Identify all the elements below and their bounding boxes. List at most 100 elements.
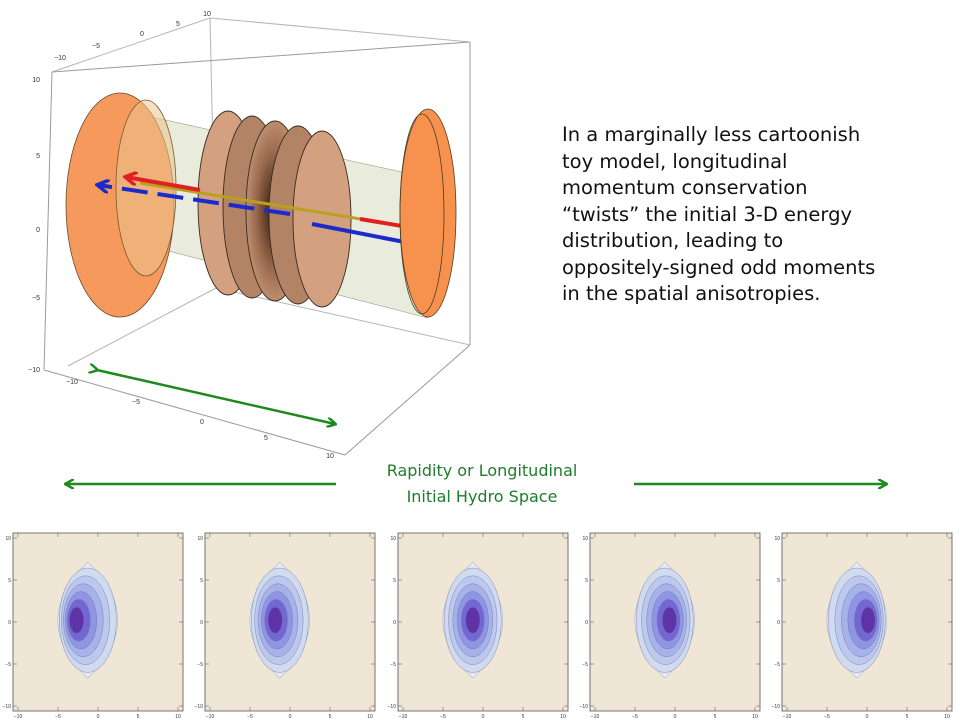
red-arrow-left — [126, 177, 201, 192]
tick-label: −10 — [195, 704, 204, 710]
tick-label: 10 — [582, 536, 588, 542]
tick-label: 10 — [774, 536, 780, 542]
tick-label: −5 — [197, 662, 203, 668]
tick-label: 10 — [390, 536, 396, 542]
tick-label: 5 — [137, 714, 140, 720]
tick-label: 10 — [203, 11, 211, 18]
tick-label: −10 — [206, 714, 215, 720]
tick-label: 10 — [752, 714, 758, 720]
tick-label: 5 — [585, 578, 588, 584]
cube-bottom-ticks: −10 −5 0 5 10 — [66, 379, 334, 460]
tick-label: 0 — [8, 620, 11, 626]
tick-label: 5 — [906, 714, 909, 720]
tick-label: 0 — [393, 620, 396, 626]
tick-label: −10 — [388, 704, 397, 710]
panel-tick-labels: 10 −10 5 −5 0 0 −5 5 −10 10 — [3, 536, 181, 720]
tick-label: −5 — [132, 399, 140, 406]
tick-label: 5 — [8, 578, 11, 584]
panel-ticks — [590, 533, 760, 711]
tick-label: 0 — [200, 620, 203, 626]
tick-label: 10 — [326, 453, 334, 460]
tick-label: −5 — [55, 714, 61, 720]
tick-label: 0 — [674, 714, 677, 720]
description-line: distribution, leading to — [562, 229, 784, 252]
description-line: momentum conservation — [562, 176, 808, 199]
cube-plot: 10 5 0 −5 −10 10 5 0 −5 −10 −10 −5 0 5 10 — [28, 11, 471, 460]
tick-label: −5 — [32, 295, 40, 302]
contour-level — [860, 606, 876, 634]
panel-ticks — [13, 533, 183, 711]
description-line: “twists” the initial 3-D energy — [562, 202, 853, 226]
slab-5 — [292, 130, 352, 308]
tick-label: 5 — [176, 21, 180, 28]
tick-label: −10 — [54, 55, 66, 62]
tick-label: 5 — [200, 578, 203, 584]
tick-label: −10 — [591, 714, 600, 720]
tick-label: 10 — [32, 77, 40, 84]
cube-rapidity-arrow — [97, 370, 335, 424]
panel-tick-labels: 10 −10 5 −5 0 0 −5 5 −10 10 — [195, 536, 373, 720]
tick-label: −5 — [5, 662, 11, 668]
tick-label: −5 — [824, 714, 830, 720]
panel-ticks — [205, 533, 375, 711]
panel-ticks — [782, 533, 952, 711]
tick-label: 10 — [560, 714, 566, 720]
tick-label: −5 — [390, 662, 396, 668]
description-line: In a marginally less cartoonish — [562, 123, 861, 146]
contour-panel: 10 −10 5 −5 0 0 −5 5 −10 10 — [195, 532, 376, 720]
caption-line: Rapidity or Longitudinal — [386, 461, 578, 480]
tick-label: 5 — [522, 714, 525, 720]
rapidity-slabs — [197, 110, 352, 308]
left-end-disk — [65, 92, 177, 318]
tick-label: −10 — [14, 714, 23, 720]
tick-label: 0 — [482, 714, 485, 720]
contour-panel: 10 −10 5 −5 0 0 −5 5 −10 10 — [3, 532, 184, 720]
contour-level — [662, 606, 677, 634]
tick-label: 0 — [97, 714, 100, 720]
tick-label: 0 — [289, 714, 292, 720]
tick-label: −10 — [66, 379, 78, 386]
tick-label: 10 — [197, 536, 203, 542]
panel-ticks — [398, 533, 568, 711]
contour-panels: 10 −10 5 −5 0 0 −5 5 −10 10 10 −10 5 −5 0 0 −5 5 −10 10 10 −1… — [3, 532, 953, 720]
tick-label: 5 — [264, 435, 268, 442]
tick-label: −5 — [774, 662, 780, 668]
tick-label: 5 — [393, 578, 396, 584]
right-end-disk — [399, 108, 457, 318]
description-text: In a marginally less cartoonish toy mode… — [562, 122, 942, 308]
tick-label: −10 — [28, 367, 40, 374]
description-line: in the spatial anisotropies. — [562, 282, 821, 305]
description-line: oppositely-signed odd moments — [562, 255, 876, 279]
tick-label: −10 — [399, 714, 408, 720]
tick-label: 0 — [200, 419, 204, 426]
tick-label: 10 — [367, 714, 373, 720]
tick-label: 0 — [36, 227, 40, 234]
tick-label: 0 — [140, 31, 144, 38]
cube-top-ticks: 10 5 0 −5 −10 — [54, 11, 211, 62]
tick-label: 10 — [175, 714, 181, 720]
tick-label: −10 — [772, 704, 781, 710]
tick-label: −5 — [247, 714, 253, 720]
tick-label: −10 — [3, 704, 12, 710]
tick-label: 0 — [585, 620, 588, 626]
tick-label: −10 — [783, 714, 792, 720]
tick-label: −5 — [92, 43, 100, 50]
tick-label: 10 — [5, 536, 11, 542]
tick-label: 5 — [329, 714, 332, 720]
tick-label: 5 — [714, 714, 717, 720]
rapidity-caption: Rapidity or Longitudinal Initial Hydro S… — [330, 458, 634, 510]
contour-level — [69, 606, 84, 634]
tick-label: 10 — [944, 714, 950, 720]
description-line: toy model, longitudinal — [562, 149, 788, 173]
tick-label: −5 — [582, 662, 588, 668]
tick-label: 5 — [777, 578, 780, 584]
tick-label: −10 — [580, 704, 589, 710]
tick-label: 0 — [866, 714, 869, 720]
